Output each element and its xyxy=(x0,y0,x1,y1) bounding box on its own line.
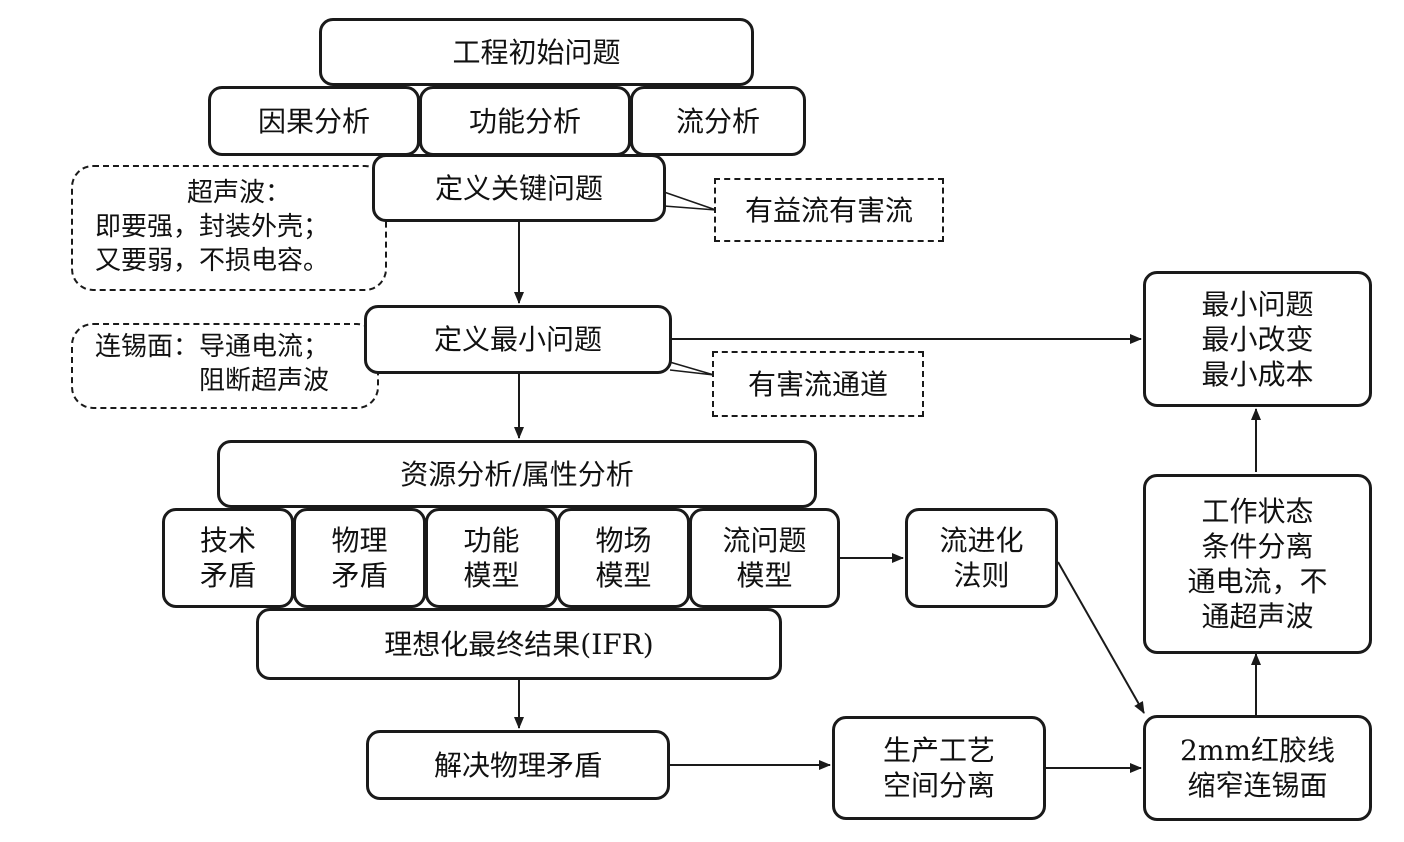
node-process-space-separation-line-2: 空间分离 xyxy=(882,769,995,802)
node-flow-problem-model-line-2: 模型 xyxy=(736,559,793,592)
note-solder-surface: 连锡面：导通电流； 阻断超声波 xyxy=(71,323,379,409)
node-red-glue-line: 2mm红胶线 缩窄连锡面 xyxy=(1143,715,1372,821)
node-define-key-problem-label: 定义关键问题 xyxy=(434,171,603,205)
node-flow-analysis-label: 流分析 xyxy=(675,104,760,138)
node-flow-analysis: 流分析 xyxy=(630,86,806,156)
arrow-law-to-redline xyxy=(1057,561,1145,714)
node-substance-field-model-line-1: 物场 xyxy=(595,524,652,557)
node-resource-analysis-label: 资源分析/属性分析 xyxy=(400,457,634,491)
node-substance-field-model-line-2: 模型 xyxy=(595,559,652,592)
node-technical-contradiction-line-1: 技术 xyxy=(199,524,256,557)
node-technical-contradiction-line-2: 矛盾 xyxy=(199,559,256,592)
node-flow-evolution-law-line-1: 流进化 xyxy=(939,524,1024,557)
node-minimal-line-1: 最小问题 xyxy=(1201,287,1314,321)
note-ultrasonic-line-3: 又要弱，不损电容。 xyxy=(95,245,330,276)
node-minimal: 最小问题 最小改变 最小成本 xyxy=(1143,271,1372,407)
node-function-analysis: 功能分析 xyxy=(419,86,631,156)
node-function-model-line-2: 模型 xyxy=(463,559,520,592)
node-flow-problem-model: 流问题 模型 xyxy=(689,508,840,608)
node-process-space-separation: 生产工艺 空间分离 xyxy=(832,716,1046,820)
node-red-glue-line-line-1: 2mm红胶线 xyxy=(1180,734,1335,767)
node-ifr: 理想化最终结果(IFR) xyxy=(256,608,782,680)
node-initial-problem-label: 工程初始问题 xyxy=(452,35,621,69)
node-define-min-problem: 定义最小问题 xyxy=(364,305,672,374)
node-condition-separation: 工作状态 条件分离 通电流，不 通超声波 xyxy=(1143,474,1372,654)
node-condition-separation-line-1: 工作状态 xyxy=(1201,495,1314,528)
callout-pointer-beneficial xyxy=(663,191,717,211)
note-solder-line-2: 阻断超声波 xyxy=(199,365,330,396)
node-condition-separation-line-2: 条件分离 xyxy=(1201,530,1314,563)
node-harmful-flow-channel: 有害流通道 xyxy=(712,351,924,417)
node-condition-separation-line-3: 通电流，不 xyxy=(1187,565,1328,598)
node-red-glue-line-line-2: 缩窄连锡面 xyxy=(1187,769,1328,802)
node-resource-analysis: 资源分析/属性分析 xyxy=(217,440,817,508)
node-physical-contradiction-line-2: 矛盾 xyxy=(331,559,388,592)
note-ultrasonic: 超声波： 即要强，封装外壳； 又要弱，不损电容。 xyxy=(71,165,387,291)
node-condition-separation-line-4: 通超声波 xyxy=(1201,600,1314,633)
node-ifr-label: 理想化最终结果(IFR) xyxy=(384,627,654,661)
node-function-model-line-1: 功能 xyxy=(463,524,520,557)
node-flow-evolution-law: 流进化 法则 xyxy=(905,508,1058,608)
node-flow-problem-model-line-1: 流问题 xyxy=(722,524,807,557)
node-causal-analysis-label: 因果分析 xyxy=(257,104,370,138)
node-physical-contradiction: 物理 矛盾 xyxy=(293,508,426,608)
note-ultrasonic-line-1: 超声波： xyxy=(187,178,292,208)
node-substance-field-model: 物场 模型 xyxy=(557,508,690,608)
node-beneficial-harmful-flow-label: 有益流有害流 xyxy=(744,193,913,227)
node-solve-physical-contradiction: 解决物理矛盾 xyxy=(366,730,670,800)
node-define-key-problem: 定义关键问题 xyxy=(372,154,666,222)
node-physical-contradiction-line-1: 物理 xyxy=(331,524,388,557)
node-causal-analysis: 因果分析 xyxy=(208,86,420,156)
node-initial-problem: 工程初始问题 xyxy=(319,18,754,86)
node-beneficial-harmful-flow: 有益流有害流 xyxy=(714,178,944,242)
node-flow-evolution-law-line-2: 法则 xyxy=(953,559,1010,592)
node-define-min-problem-label: 定义最小问题 xyxy=(433,323,602,356)
node-solve-physical-contradiction-label: 解决物理矛盾 xyxy=(433,748,602,782)
node-process-space-separation-line-1: 生产工艺 xyxy=(882,734,995,767)
note-ultrasonic-line-2: 即要强，封装外壳； xyxy=(95,211,330,242)
node-harmful-flow-channel-label: 有害流通道 xyxy=(747,367,888,401)
node-technical-contradiction: 技术 矛盾 xyxy=(162,508,294,608)
note-solder-line-1: 连锡面：导通电流； xyxy=(95,332,330,362)
node-minimal-line-2: 最小改变 xyxy=(1201,322,1314,356)
node-function-analysis-label: 功能分析 xyxy=(468,104,581,138)
node-minimal-line-3: 最小成本 xyxy=(1201,357,1314,391)
node-function-model: 功能 模型 xyxy=(425,508,558,608)
